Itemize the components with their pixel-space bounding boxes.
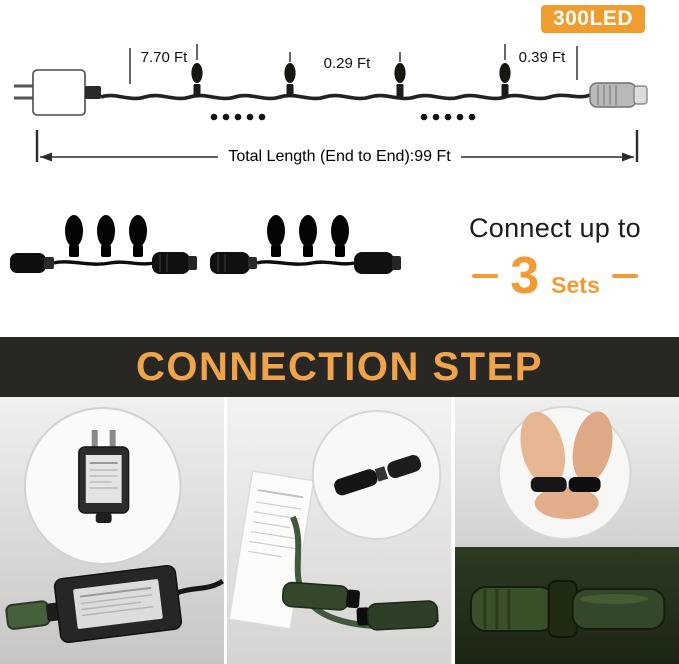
led-bulb-icon [394,63,406,97]
connectable-sets-section: Connect up to 3 Sets [0,197,679,337]
cable-connectors-photo [227,397,452,664]
adapter-closeup-icon [78,430,130,523]
length-diagram-section: 300LED [0,0,679,197]
fingers-holding-connectors-icon [520,411,613,519]
photo-cable-connectors [227,397,452,664]
led-bulb-icon [191,63,203,97]
photo-adapter-plug [0,397,225,664]
sets-unit-label: Sets [551,271,600,298]
bulb-spacing-label: 0.29 Ft [323,55,371,72]
power-adapter-icon [14,69,101,116]
led-bulb-icon [284,63,296,97]
connector-female-icon [282,581,361,611]
ellipsis-dots-icon [420,113,476,121]
total-length-label: Total Length (End to End):99 Ft [218,146,461,168]
joined-connectors-macro-icon [469,580,666,638]
banner-title: CONNECTION STEP [136,344,543,389]
adapter-plug-photo [0,397,225,664]
adapter-with-green-connector [5,564,225,644]
end-connector-icon [589,82,648,108]
sets-count-number: 3 [510,247,540,305]
hands-connecting-photo [454,397,679,664]
led-bulb-icon [499,63,511,97]
connect-info: Connect up to 3 Sets [445,213,665,302]
lead-length-label: 7.70 Ft [140,49,188,66]
sets-count-row: 3 Sets [445,250,665,302]
connection-step-banner: CONNECTION STEP [0,337,679,397]
light-string-segments [10,215,401,274]
connector-male-icon [356,600,439,631]
orange-dash-left [472,274,499,278]
measurement-ticks [129,44,578,84]
orange-dash-right [611,274,638,278]
connection-step-photos [0,397,679,664]
light-wire [100,93,591,101]
end-spacing-label: 0.39 Ft [518,49,566,66]
connector-tips-closeup-icon [334,454,422,496]
string-segment-icon [10,215,197,274]
connect-up-to-label: Connect up to [468,213,642,243]
led-count-badge: 300LED [540,5,645,33]
ellipsis-dots-icon [210,113,266,121]
string-segment-icon [210,215,401,274]
photo-hands-connecting [454,397,679,664]
